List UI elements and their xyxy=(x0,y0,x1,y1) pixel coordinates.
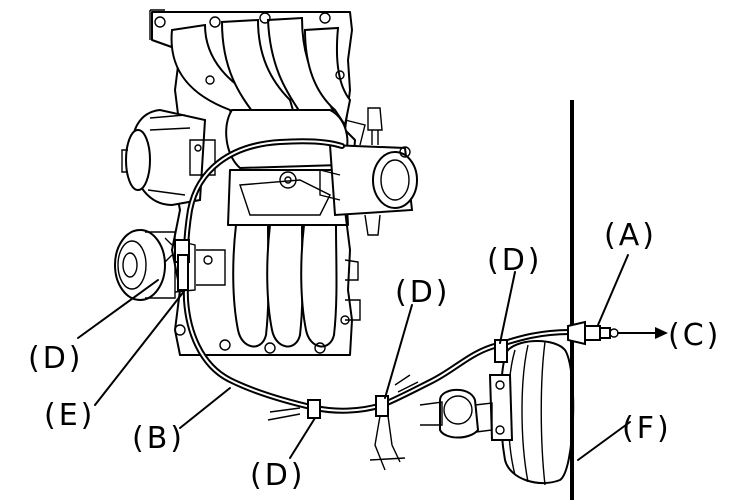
cable-clips xyxy=(164,237,508,471)
label-a: (A) xyxy=(604,218,657,253)
label-d-right: (D) xyxy=(487,243,543,278)
label-d-left: (D) xyxy=(28,341,84,376)
label-b: (B) xyxy=(132,421,185,456)
label-e: (E) xyxy=(44,398,95,433)
label-c: (C) xyxy=(668,318,721,353)
throttle-body xyxy=(319,107,418,236)
label-d-mid: (D) xyxy=(395,275,451,310)
brake-booster xyxy=(488,340,575,486)
accelerator-cable xyxy=(182,138,573,414)
master-cylinder xyxy=(419,388,493,439)
cable-end-fitting xyxy=(567,320,619,346)
callout-labels: (A) (B) (C) (D) (D) (D) (D) (E) (F) xyxy=(28,218,721,493)
label-f: (F) xyxy=(622,411,672,446)
leader-lines xyxy=(77,254,631,461)
arrow-to-c xyxy=(617,327,668,339)
label-d-bottom: (D) xyxy=(250,458,306,493)
crank-pulley xyxy=(114,229,226,301)
alternator xyxy=(121,108,216,207)
